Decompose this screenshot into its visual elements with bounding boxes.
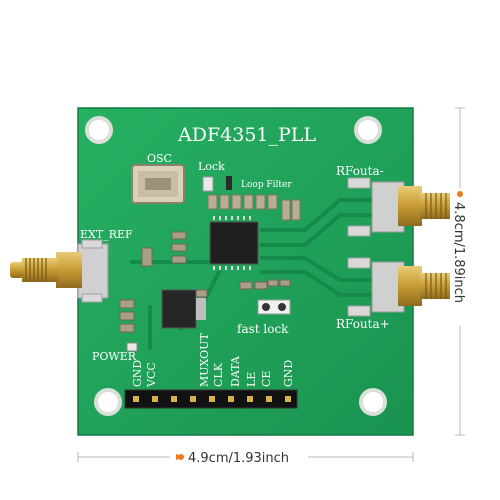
rf-pads (81, 177, 371, 317)
width-dimension: 4.9cm/1.93inch (77, 447, 414, 467)
pin-label: DATA (229, 355, 242, 387)
pin-label: MUXOUT (198, 333, 211, 387)
pin-label: GND (131, 360, 144, 387)
rfout-plus-sma-connector[interactable] (371, 261, 464, 313)
power-label: POWER (92, 350, 137, 363)
pin-label: CE (260, 371, 273, 387)
board-title: ADF4351_PLL (177, 124, 316, 146)
pin-label: GND (282, 360, 295, 387)
pin-labels: GND VCC MUXOUT CLK DATA LE CE GND (131, 333, 295, 388)
lock-led (202, 176, 214, 192)
oscillator (131, 164, 185, 204)
fast-lock-label: fast lock (237, 322, 289, 336)
pin-label: CLK (212, 362, 225, 387)
osc-label: OSC (147, 152, 172, 165)
rfout-minus-label: RFouta- (336, 164, 384, 178)
height-label: 4.8cm/1.89inch (451, 202, 466, 303)
rfout-plus-label: RFouta+ (336, 317, 390, 331)
pin-label: LE (245, 372, 258, 387)
ext-ref-label: EXT_REF (80, 228, 133, 241)
pcb-board (77, 107, 414, 436)
width-label: 4.9cm/1.93inch (188, 451, 289, 466)
mounting-holes (85, 116, 387, 416)
lock-label: Lock (198, 160, 225, 173)
adf4351-chip (209, 216, 259, 270)
voltage-regulator (161, 289, 206, 329)
power-led (126, 342, 138, 352)
pin-label: VCC (145, 362, 158, 388)
loop-filter-components (207, 194, 301, 221)
pin-header[interactable] (124, 389, 298, 409)
height-dimension: 4.8cm/1.89inch (450, 107, 470, 436)
loop-filter-label: Loop Filter (241, 180, 292, 190)
fast-lock-jumper[interactable] (257, 299, 291, 315)
ext-ref-sma-connector[interactable] (10, 243, 109, 299)
